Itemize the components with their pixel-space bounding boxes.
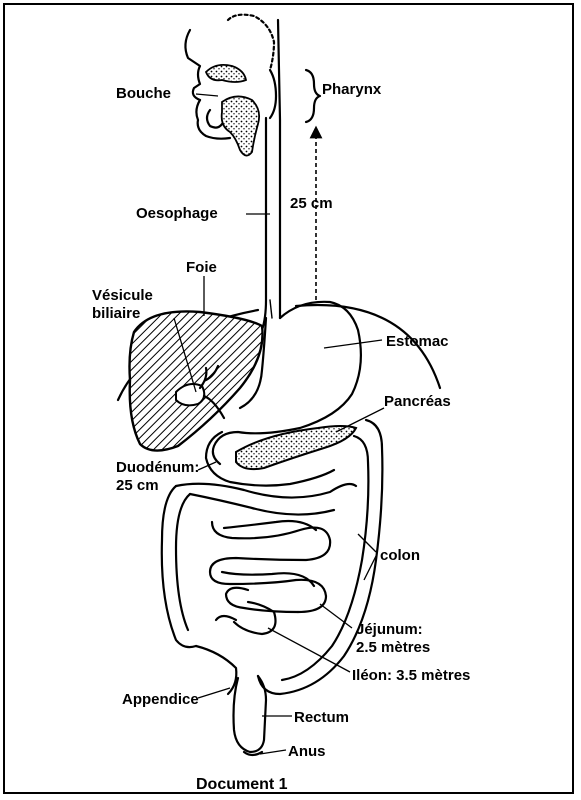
label-oesophage-length: 25 cm [290,195,333,212]
label-pancreas: Pancréas [384,393,451,410]
pharynx-brace [306,70,320,122]
label-jejunum-line1: Jéjunum: [356,621,423,638]
label-bouche: Bouche [116,85,171,102]
label-oesophage: Oesophage [136,205,218,222]
label-jejunum-line2: 2.5 mètres [356,639,430,656]
label-vesicule-line2: biliaire [92,305,140,322]
label-colon: colon [380,547,420,564]
mouth-structures [206,65,259,156]
label-estomac: Estomac [386,333,449,350]
rectum [234,676,267,752]
label-duodenum-line1: Duodénum: [116,459,199,476]
label-anus: Anus [288,743,326,760]
appendix [196,646,236,694]
liver [130,311,263,450]
label-duodenum-line2: 25 cm [116,477,159,494]
label-appendice: Appendice [122,691,199,708]
label-ileon: Iléon: 3.5 mètres [352,667,470,684]
label-foie: Foie [186,259,217,276]
label-pharynx: Pharynx [322,81,382,98]
document-caption: Document 1 [196,776,288,793]
small-intestine [210,521,330,634]
label-rectum: Rectum [294,709,349,726]
label-vesicule-line1: Vésicule [92,287,153,304]
